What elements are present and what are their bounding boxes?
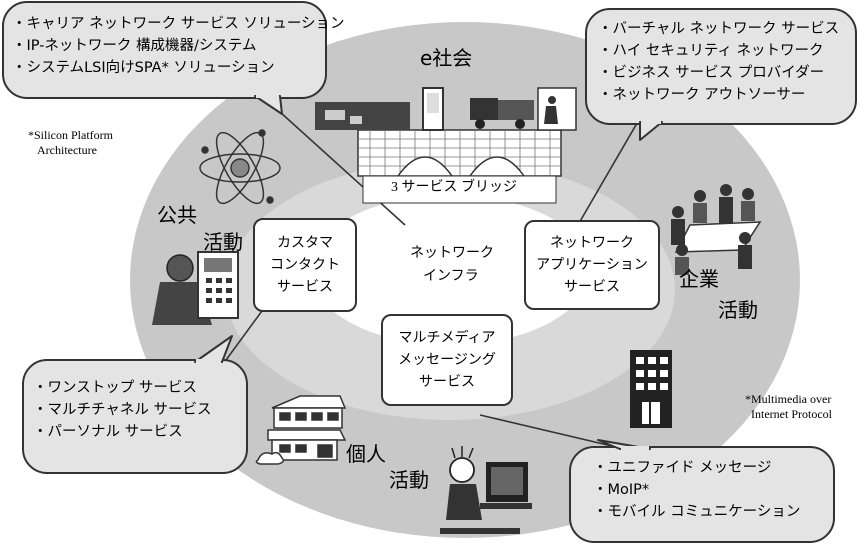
computer-user-icon [440, 446, 532, 534]
callout-item: ・モバイル コミュニケーション [593, 504, 801, 520]
moip-note-line1: *Multimedia over [745, 392, 832, 406]
spa-note-line2: Architecture [37, 143, 97, 157]
public-label: 公共 [157, 203, 197, 227]
enterprise-activity-label: 活動 [718, 298, 758, 322]
callout-top-left-bubble [2, 1, 327, 115]
customer-contact-service-label: カスタマ コンタクト サービス [270, 235, 340, 295]
callout-item: ・ネットワーク アウトソーサー [598, 87, 806, 103]
callout-item: ・マルチチャネル サービス [33, 402, 212, 418]
callout-item: ・MoIP* [593, 482, 650, 498]
callout-item: ・ワンストップ サービス [33, 380, 197, 396]
phone-user-icon [152, 251, 239, 325]
network-infra-line2: インフラ [423, 269, 479, 284]
moip-note-line2: Internet Protocol [751, 407, 832, 421]
office-building-icon [630, 350, 672, 428]
city-scene-illustration [315, 87, 577, 131]
callout-item: ・キャリア ネットワーク サービス ソリューション [12, 16, 345, 32]
callout-bottom-right-bubble [569, 439, 835, 543]
callout-top-right-bubble [585, 8, 857, 141]
callout-bottom-left-bubble [22, 335, 248, 474]
customer-contact-service-box: カスタマ コンタクト サービス [253, 218, 357, 312]
public-activity-label: 活動 [203, 230, 243, 254]
business-meeting-icon [671, 184, 762, 275]
callout-bottom-left: ・ワンストップ サービス ・マルチチャネル サービス ・パーソナル サービス [33, 377, 211, 443]
enterprise-label: 企業 [679, 267, 719, 291]
multimedia-messaging-service-box: マルチメディア メッセージング サービス [381, 314, 513, 406]
callout-item: ・ユニファイド メッセージ [593, 460, 772, 476]
callout-top-right: ・バーチャル ネットワーク サービス ・ハイ セキュリティ ネットワーク ・ビジ… [598, 18, 839, 106]
callout-item: ・システムLSI向けSPA* ソリューション [12, 60, 275, 76]
callout-item: ・バーチャル ネットワーク サービス [598, 21, 840, 37]
e-society-label: e社会 [420, 46, 473, 70]
bridge-illustration [357, 129, 562, 204]
callout-item: ・IP-ネットワーク 構成機器/システム [12, 38, 257, 54]
callout-item: ・パーソナル サービス [33, 424, 183, 440]
individual-label: 個人 [346, 442, 386, 466]
individual-activity-label: 活動 [389, 468, 429, 492]
network-application-service-label: ネットワーク アプリケーション サービス [536, 235, 648, 295]
houses-icon [255, 395, 347, 465]
callout-item: ・ハイ セキュリティ ネットワーク [598, 43, 824, 59]
multimedia-messaging-service-label: マルチメディア メッセージング サービス [398, 330, 496, 390]
three-service-bridge-label: 3 サービス ブリッジ [391, 180, 517, 195]
spa-note-line1: *Silicon Platform [28, 128, 113, 142]
network-infra-line1: ネットワーク [410, 246, 494, 261]
callout-bottom-right: ・ユニファイド メッセージ ・MoIP* ・モバイル コミュニケーション [593, 457, 800, 523]
network-application-service-box: ネットワーク アプリケーション サービス [524, 220, 660, 310]
atom-icon [199, 129, 281, 205]
core-ellipse [310, 195, 590, 345]
callout-item: ・ビジネス サービス プロバイダー [598, 65, 825, 81]
callout-top-left: ・キャリア ネットワーク サービス ソリューション ・IP-ネットワーク 構成機… [12, 13, 345, 79]
